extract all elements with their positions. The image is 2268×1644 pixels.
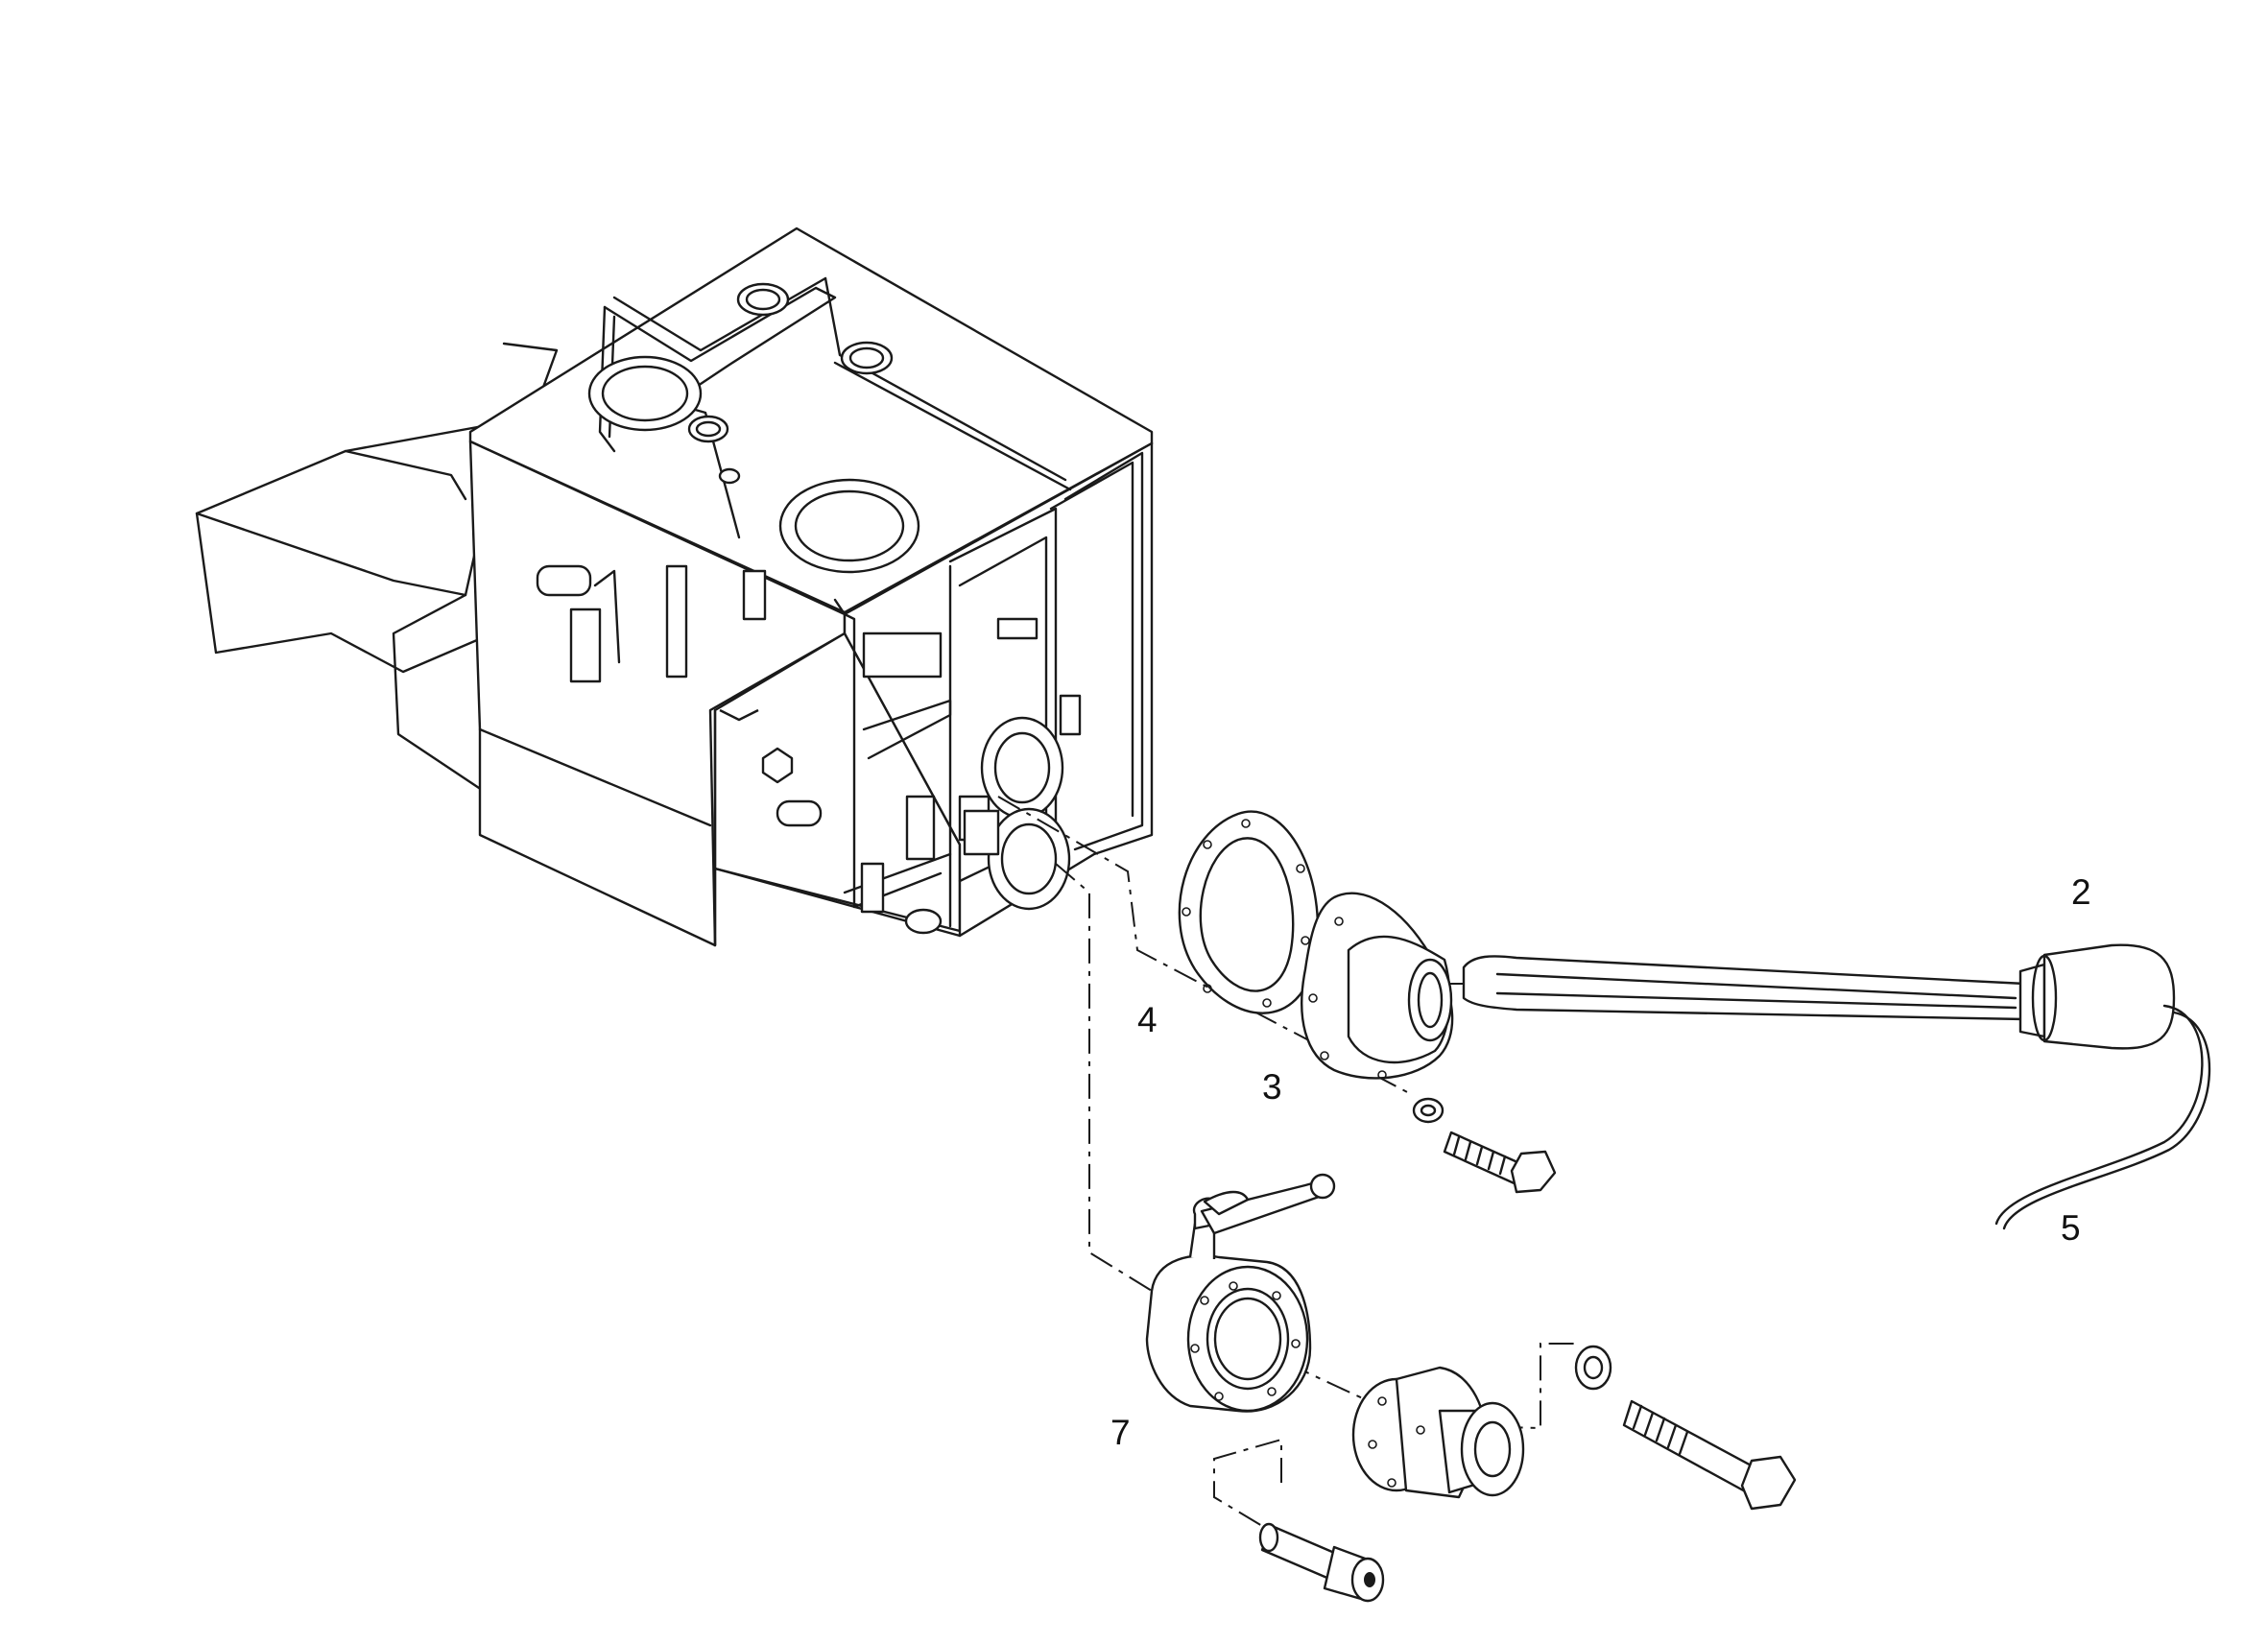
callout-labels: 2 3 4 5 7 (1110, 872, 2091, 1452)
immersion-heater (1462, 943, 2211, 1230)
adapter-flange (1351, 1366, 1525, 1499)
tank-housing (195, 226, 1154, 947)
callout-7: 7 (1110, 1413, 1131, 1452)
callout-5: 5 (2061, 1208, 2081, 1248)
washer-and-bolt-upper (1412, 1097, 1557, 1194)
callout-3: 3 (1262, 1067, 1282, 1107)
socket-cap-screw (1258, 1522, 1385, 1603)
washer-and-bolt-lower (1574, 1345, 1797, 1511)
callout-2: 2 (2071, 872, 2091, 912)
heater-mounting-flange (1301, 892, 1454, 1080)
gasket-flange (1178, 810, 1320, 1014)
callout-4: 4 (1137, 1000, 1158, 1039)
heater-cable (1994, 1004, 2204, 1226)
butterfly-valve (1145, 1173, 1336, 1413)
